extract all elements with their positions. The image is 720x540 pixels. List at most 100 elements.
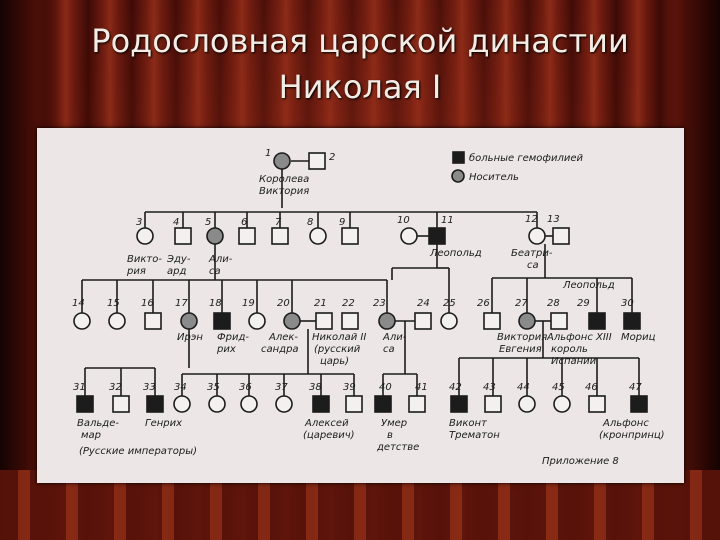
- name-alex-2: сандра: [261, 344, 299, 355]
- carrier-female-irene: [180, 312, 198, 330]
- num-36: 36: [239, 382, 252, 393]
- legend-carrier-label: Носитель: [469, 172, 519, 183]
- name-victoria-2: Виктория: [259, 186, 309, 197]
- name-irene: Ирэн: [177, 332, 203, 343]
- name-victoria-1: Королева: [259, 174, 309, 185]
- num-16: 16: [141, 298, 154, 309]
- name-vikt-eug-1: Виктория: [497, 332, 547, 343]
- female-25: [440, 312, 458, 330]
- legend-affected-label: больные гемофилией: [469, 152, 583, 164]
- num-29: 29: [577, 298, 590, 309]
- num-43: 43: [483, 382, 496, 393]
- female-10: [400, 227, 418, 245]
- legend-affected-icon: [452, 151, 465, 164]
- name-tremat-2: Трематон: [449, 430, 500, 441]
- num-30: 30: [621, 298, 634, 309]
- female-14: [73, 312, 91, 330]
- name-nik-1: Николай II: [312, 332, 366, 343]
- name-fried-2: рих: [216, 344, 236, 355]
- male-26: [483, 312, 501, 330]
- num-31: 31: [73, 382, 86, 393]
- num-21: 21: [314, 298, 327, 309]
- name-nik-2: (русский: [314, 344, 361, 355]
- name-vikt-1: Викто-: [127, 254, 162, 265]
- name-beatrice-1: Беатри-: [511, 248, 553, 259]
- female-35: [208, 395, 226, 413]
- name-beatrice-2: са: [527, 260, 539, 271]
- num-17: 17: [175, 298, 188, 309]
- num-3: 3: [136, 217, 142, 228]
- num-33: 33: [143, 382, 156, 393]
- name-tremat-1: Виконт: [449, 418, 488, 429]
- male-39: [345, 395, 363, 413]
- female-44: [518, 395, 536, 413]
- male-46: [588, 395, 606, 413]
- num-22: 22: [342, 298, 355, 309]
- name-alice-b-1: Али-: [382, 332, 407, 343]
- num-47: 47: [629, 382, 642, 393]
- num-7: 7: [275, 217, 282, 228]
- male-alfonso-xiii: [550, 312, 568, 330]
- affected-male-alexei: [312, 395, 330, 413]
- male-16: [144, 312, 162, 330]
- name-edward-2: ард: [167, 266, 186, 277]
- num-10: 10: [397, 215, 410, 226]
- name-emperors: (Русские императоры): [79, 446, 197, 457]
- num-1: 1: [265, 148, 271, 159]
- num-19: 19: [242, 298, 255, 309]
- num-23: 23: [373, 298, 386, 309]
- carrier-female-alexandra: [283, 312, 301, 330]
- num-8: 8: [307, 217, 313, 228]
- name-valdemar-2: мар: [81, 430, 101, 441]
- name-alexei-1: Алексей: [304, 418, 349, 429]
- num-27: 27: [515, 298, 528, 309]
- num-20: 20: [277, 298, 290, 309]
- name-alice-1: Али-: [208, 254, 233, 265]
- num-37: 37: [275, 382, 288, 393]
- male-41: [408, 395, 426, 413]
- female-12: [528, 227, 546, 245]
- affected-male-alfonso-prince: [630, 395, 648, 413]
- num-12: 12: [525, 214, 538, 225]
- female-15: [108, 312, 126, 330]
- title-line-1: Родословная царской династии: [91, 22, 629, 60]
- num-41: 41: [415, 382, 428, 393]
- female-45: [553, 395, 571, 413]
- num-18: 18: [209, 298, 222, 309]
- num-46: 46: [585, 382, 598, 393]
- num-4: 4: [173, 217, 179, 228]
- female-34: [173, 395, 191, 413]
- num-11: 11: [441, 215, 454, 226]
- title-line-2: Николая I: [278, 68, 442, 106]
- num-45: 45: [552, 382, 565, 393]
- name-nik-3: царь): [320, 356, 349, 367]
- num-38: 38: [309, 382, 322, 393]
- female-36: [240, 395, 258, 413]
- female-8: [309, 227, 327, 245]
- name-alfonso-p-1: Альфонс: [602, 418, 649, 429]
- female-37: [275, 395, 293, 413]
- num-32: 32: [109, 382, 122, 393]
- male-32: [112, 395, 130, 413]
- affected-male-friedrich: [213, 312, 231, 330]
- name-vikt-2: рия: [126, 266, 146, 277]
- male-22: [341, 312, 359, 330]
- carrier-female-alice: [206, 227, 224, 245]
- name-alexei-2: (царевич): [303, 430, 355, 441]
- name-died-3: детстве: [376, 442, 419, 453]
- num-39: 39: [343, 382, 356, 393]
- male-13: [552, 227, 570, 245]
- name-vikt-eug-2: Евгения: [499, 344, 542, 355]
- affected-male-valdemar: [76, 395, 94, 413]
- affected-male-40: [374, 395, 392, 413]
- female-3: [136, 227, 154, 245]
- male-24: [414, 312, 432, 330]
- affected-male-henry: [146, 395, 164, 413]
- legend-carrier-icon: [451, 169, 465, 183]
- name-edward-1: Эду-: [166, 254, 191, 265]
- num-40: 40: [379, 382, 392, 393]
- affected-male-leopold-2: [588, 312, 606, 330]
- num-5: 5: [205, 217, 211, 228]
- carrier-female-victoria: [273, 152, 291, 170]
- name-leopold-2: Леопольд: [562, 280, 615, 291]
